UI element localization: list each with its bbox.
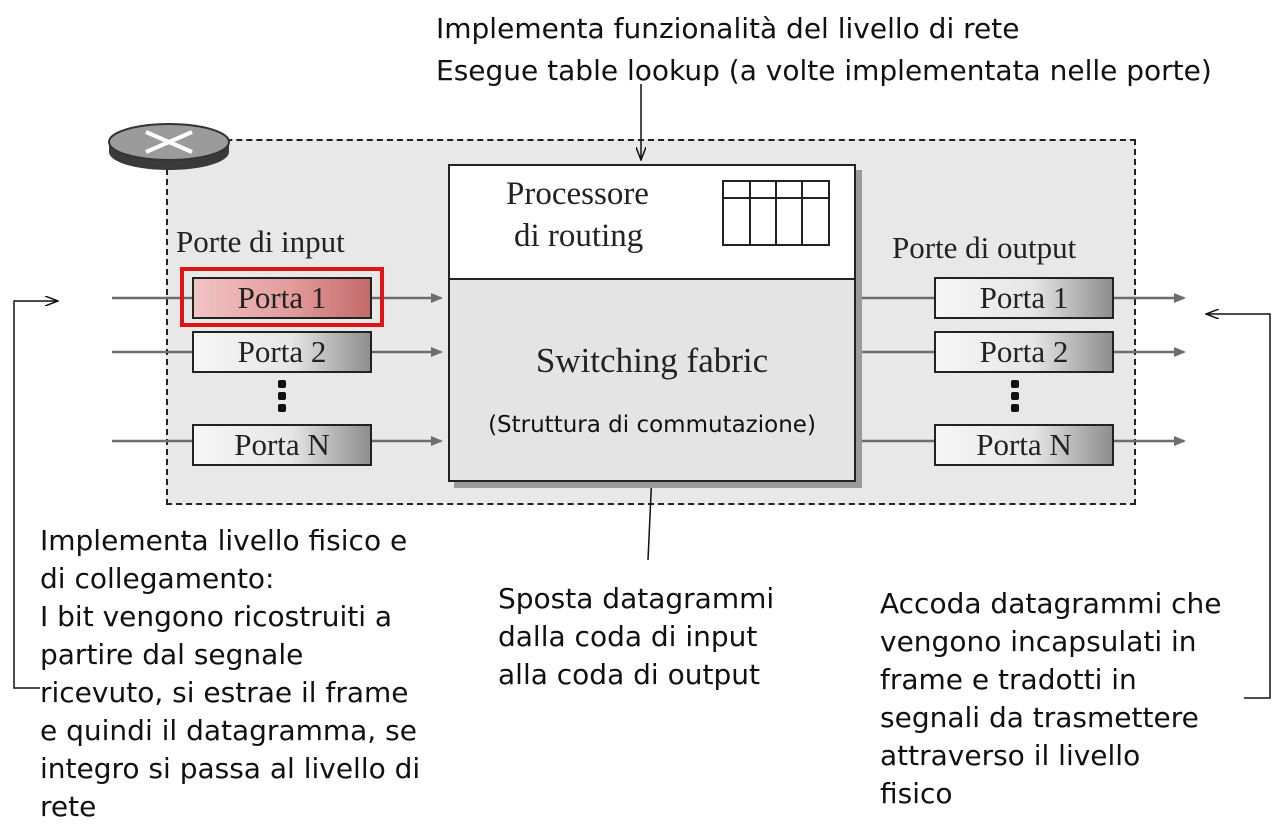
routing-table-icon [722,180,830,246]
input-port-2-label: Porta 2 [237,334,327,369]
top-note-line1: Implementa funzionalità del livello di r… [436,12,1020,45]
routing-processor-line1: Processore [506,176,649,212]
routing-processor-line2: di routing [514,218,644,254]
input-note-line: di collegamento: [40,562,275,595]
input-port-1: Porta 1 [192,277,372,319]
top-note-line2: Esegue table lookup (a volte implementat… [436,54,1212,87]
output-note-line: frame e tradotti in [880,663,1137,696]
switching-note-line: alla coda di output [498,658,760,691]
input-port-n: Porta N [192,424,372,466]
output-note-line: segnali da trasmettere [880,701,1199,734]
input-port-1-highlight [180,267,384,327]
output-note-line: vengono incapsulati in [880,625,1197,658]
input-note-line: rete [40,790,97,823]
input-port-n-label: Porta N [234,427,330,462]
output-note-line: fisico [880,777,953,810]
output-ports-note: Accoda datagrammi che vengono incapsulat… [880,585,1222,813]
output-note-line: Accoda datagrammi che [880,587,1222,620]
switching-fabric-sublabel: (Struttura di commutazione) [488,412,816,438]
output-outgoing-arrows [1114,293,1186,446]
input-ports-label: Porte di input [176,224,345,259]
output-port-1-label: Porta 1 [979,280,1069,315]
router-icon [108,123,230,170]
switching-fabric-note: Sposta datagrammi dalla coda di input al… [498,580,774,694]
input-callout-arrow [13,301,58,689]
output-port-2: Porta 2 [934,331,1114,373]
input-note-line: Implementa livello fisico e [40,524,408,557]
input-port-1-label: Porta 1 [237,280,327,315]
switching-note-line: Sposta datagrammi [498,582,775,615]
output-callout-arrow [1206,314,1271,699]
switching-note-line: dalla coda di input [498,620,758,653]
output-note-line: attraverso il livello [880,739,1141,772]
input-note-line: e quindi il datagramma, se [40,714,417,747]
output-ellipsis [1011,380,1019,416]
output-port-n: Porta N [934,424,1114,466]
output-port-n-label: Porta N [976,427,1072,462]
routing-processor: Processore di routing [450,166,854,280]
input-note-line: ricevuto, si estrae il frame [40,676,409,709]
output-port-1: Porta 1 [934,277,1114,319]
output-ports-label: Porte di output [892,230,1077,265]
input-incoming-lines [112,296,192,443]
fabric-to-output-lines [856,296,934,443]
input-note-line: partire dal segnale [40,638,304,671]
switching-callout-arrow [648,472,652,561]
input-note-line: integro si passa al livello di [40,752,421,785]
input-ports-note: Implementa livello fisico e di collegame… [40,522,420,826]
input-note-line: I bit vengono ricostruiti a [40,600,393,633]
input-ellipsis [278,380,286,416]
central-block: Processore di routing Switching fabric (… [448,164,856,482]
input-port-2: Porta 2 [192,331,372,373]
switching-fabric-label: Switching fabric [535,341,769,380]
output-port-2-label: Porta 2 [979,334,1069,369]
